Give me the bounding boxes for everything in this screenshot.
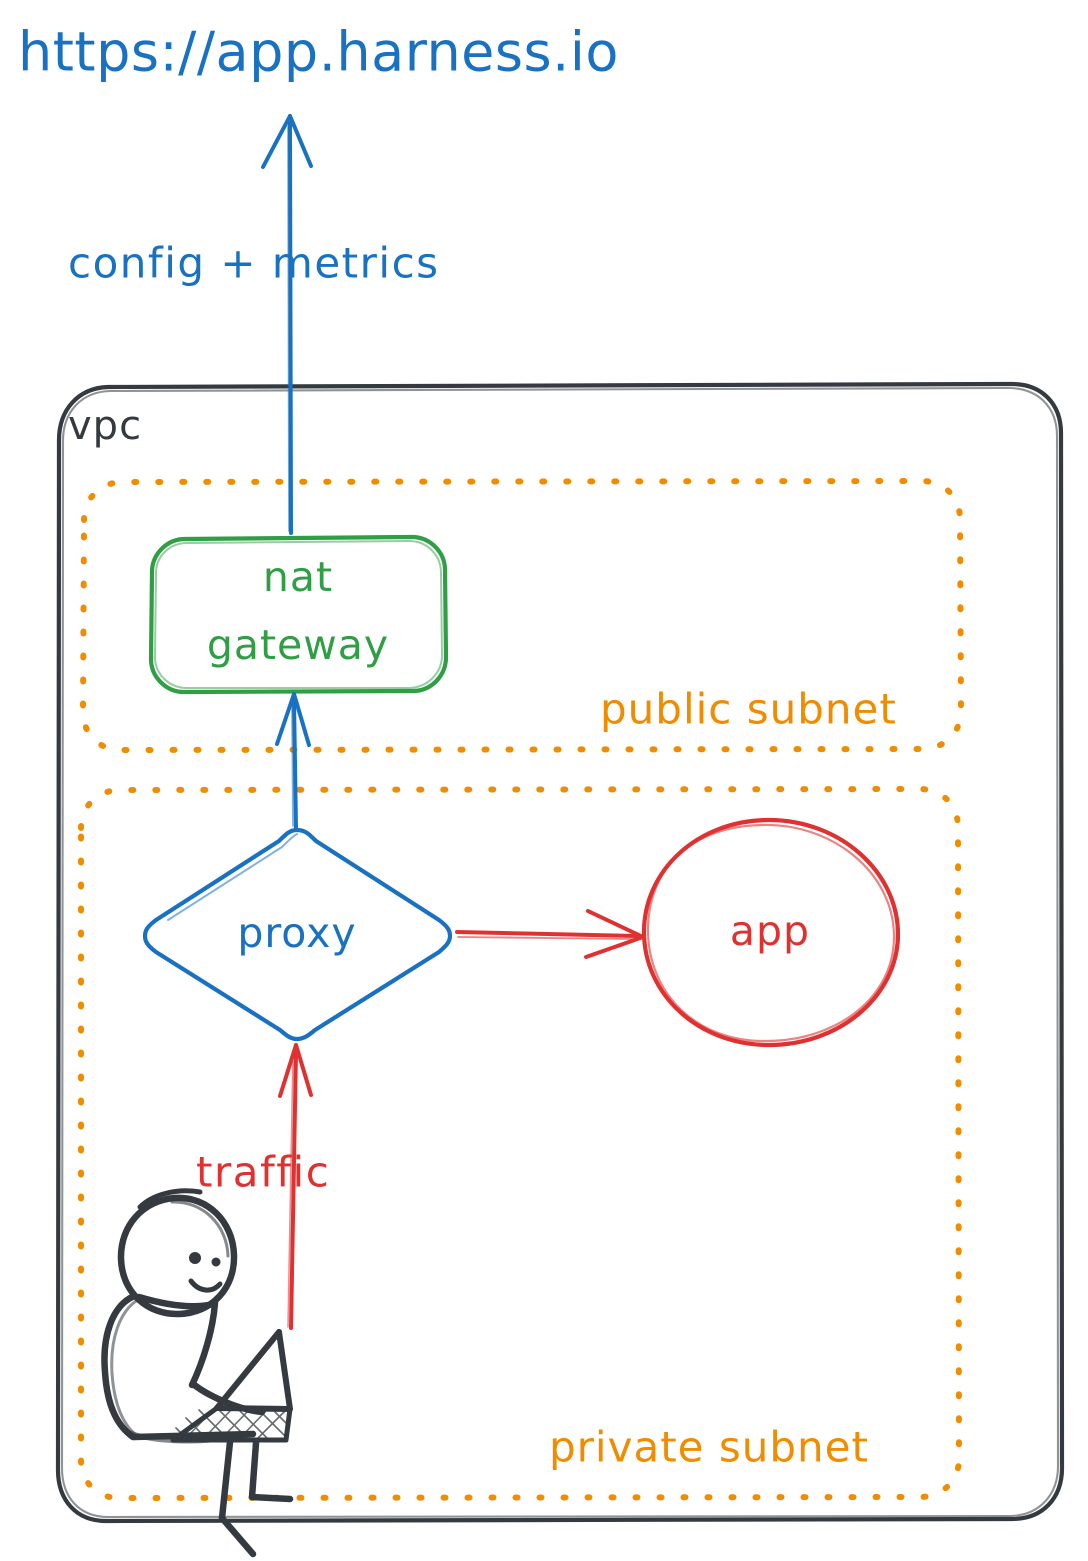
traffic-label: traffic <box>196 1148 330 1197</box>
arrow-nat-to-internet <box>261 114 313 535</box>
public-subnet-label: public subnet <box>600 685 897 734</box>
private-subnet-label: private subnet <box>549 1423 869 1472</box>
arrow-proxy-to-nat <box>275 692 311 830</box>
user-person-with-laptop-icon <box>101 1188 294 1558</box>
external-endpoint-label: https://app.harness.io <box>18 21 619 84</box>
public-subnet-boundary <box>80 478 964 753</box>
nat-gateway-label-line2: gateway <box>207 621 389 669</box>
arrow-user-to-proxy <box>278 1043 313 1330</box>
proxy-label: proxy <box>237 909 356 957</box>
config-metrics-label: config + metrics <box>68 239 440 288</box>
proxy-node[interactable] <box>142 827 453 1042</box>
vpc-label: vpc <box>68 403 142 449</box>
private-subnet-boundary <box>78 786 962 1501</box>
vpc-boundary <box>55 381 1065 1524</box>
arrow-proxy-to-app <box>455 909 645 959</box>
app-label: app <box>730 907 810 955</box>
nat-gateway-node[interactable] <box>148 534 449 695</box>
app-node[interactable] <box>641 817 901 1048</box>
nat-gateway-label-line1: nat <box>263 553 333 601</box>
